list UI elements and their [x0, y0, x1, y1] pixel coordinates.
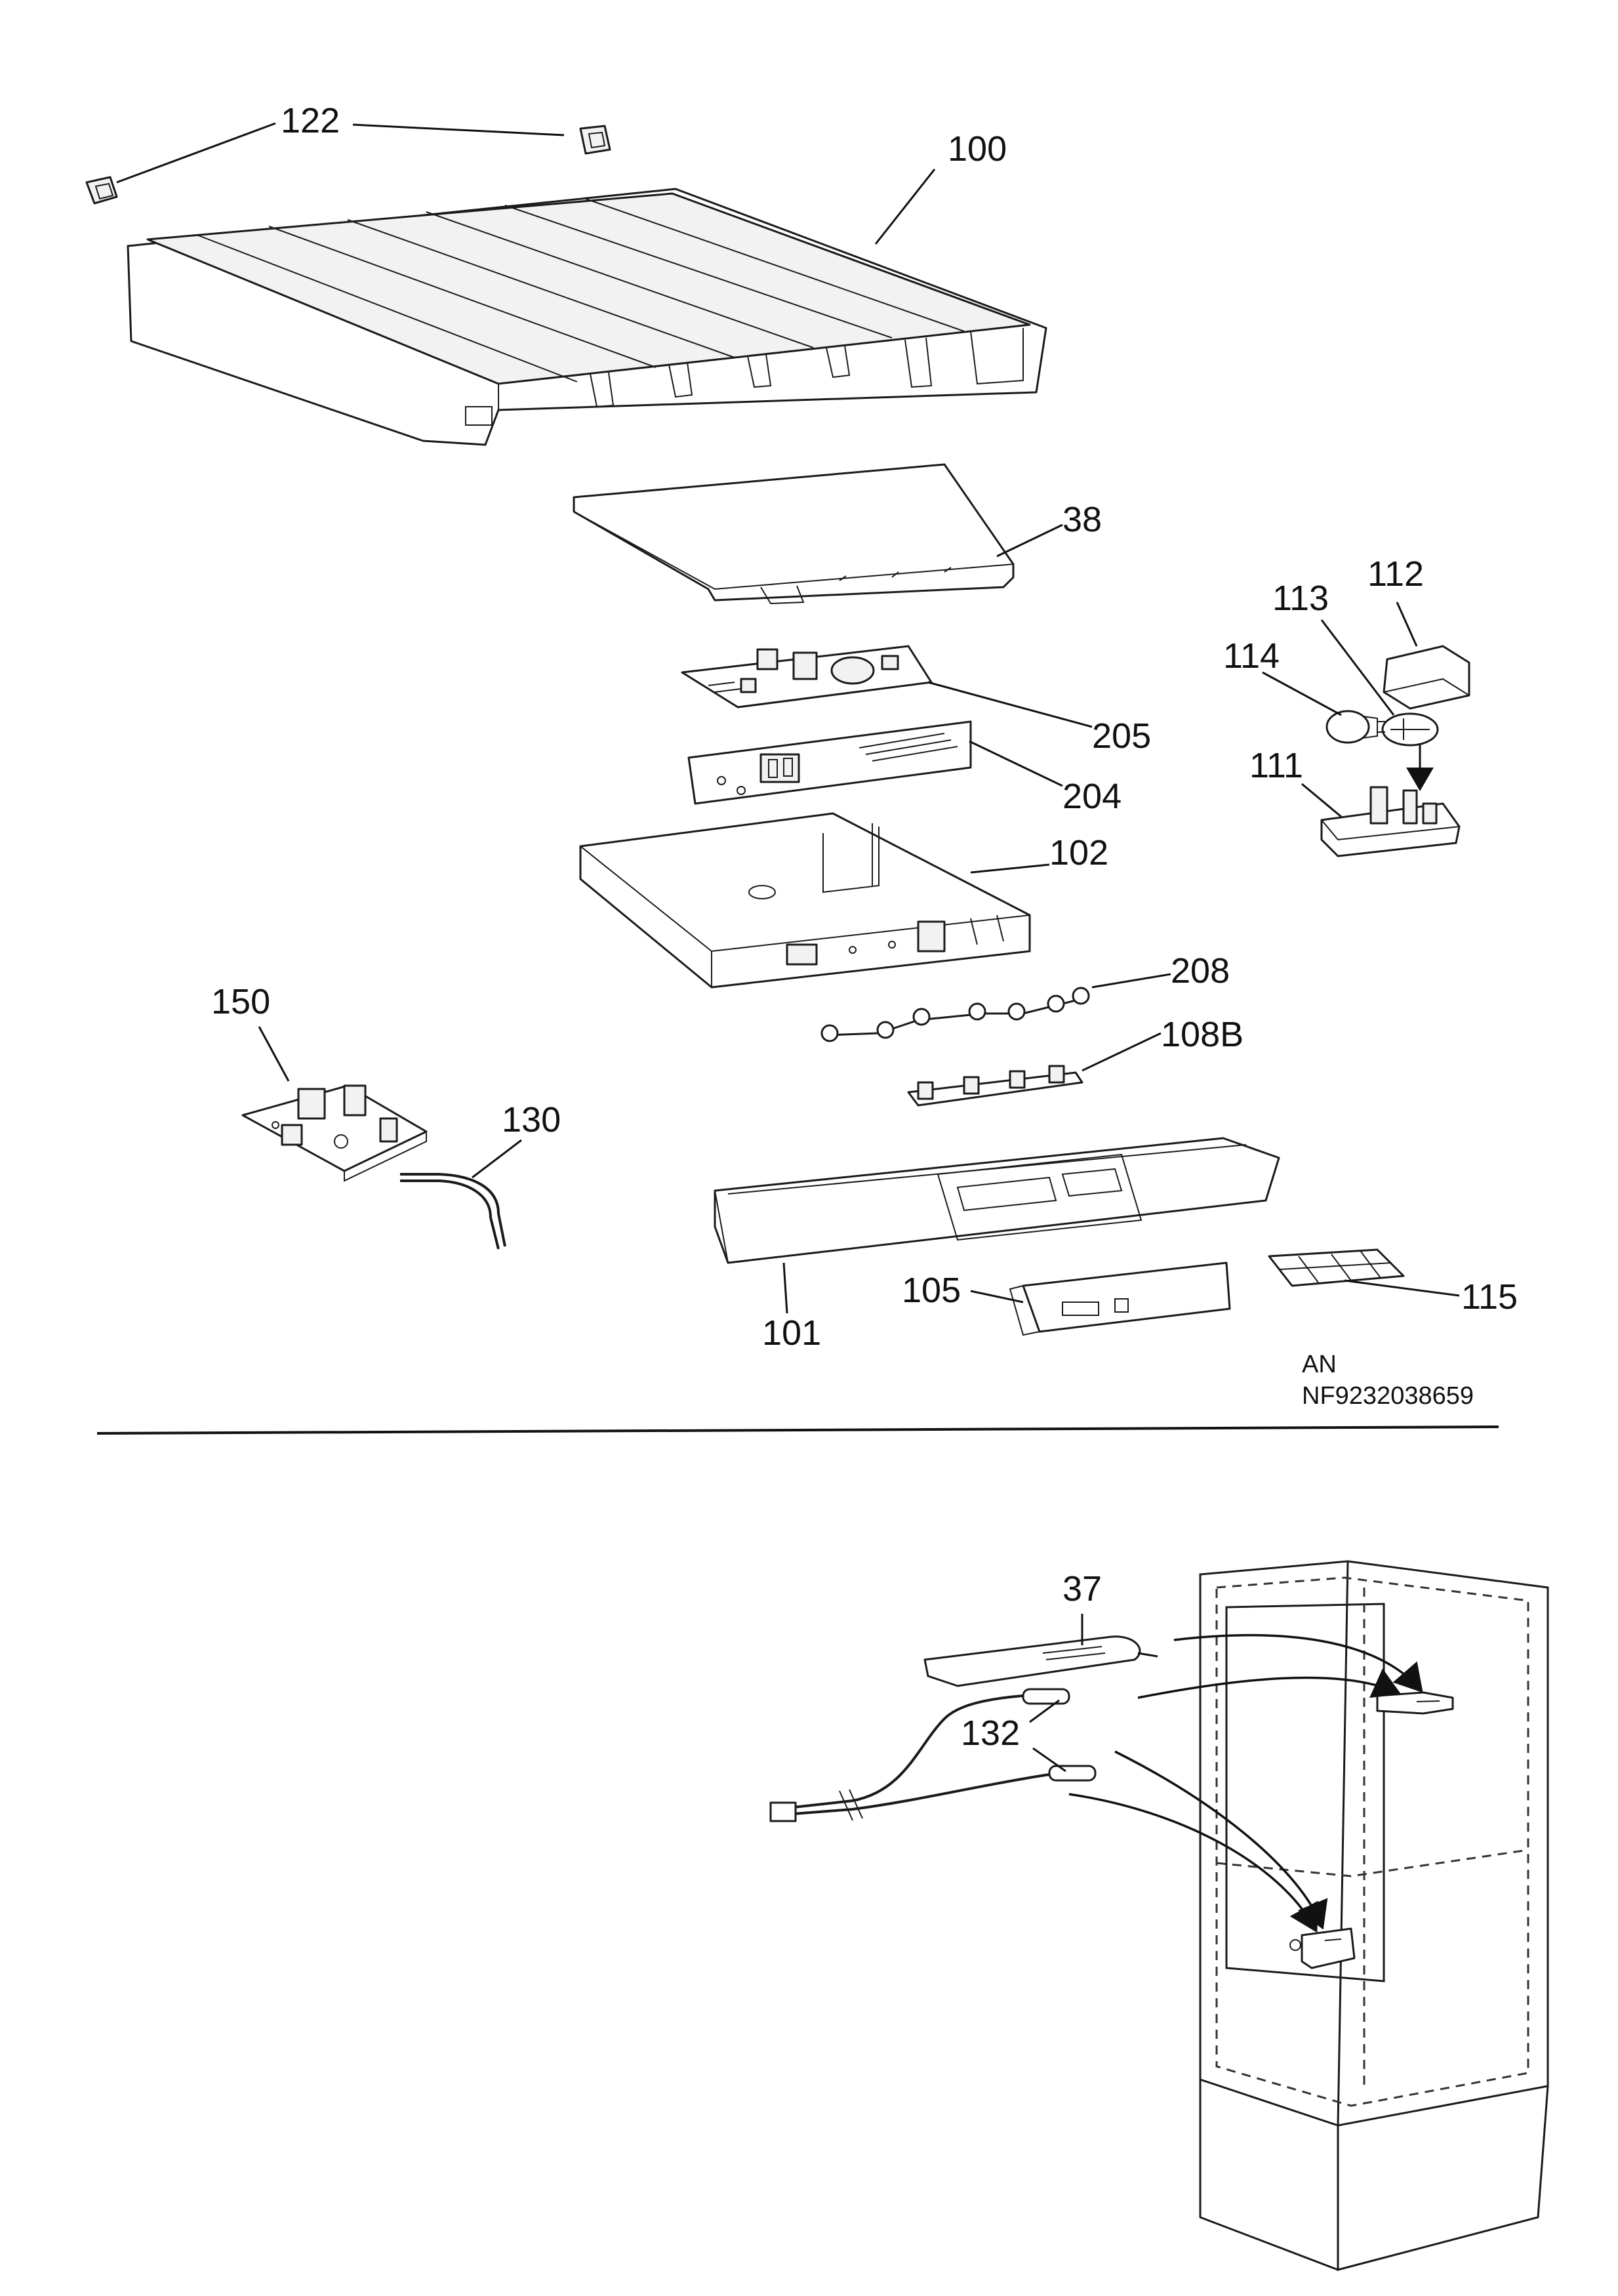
sensor-mount-lower — [1289, 1927, 1356, 1969]
label-122: 122 — [281, 101, 340, 140]
leader-113 — [1320, 619, 1395, 716]
part-112-cap — [1383, 645, 1470, 710]
label-100: 100 — [948, 129, 1007, 169]
drawing-code-line2: NF9232038659 — [1302, 1382, 1474, 1410]
leader-112 — [1396, 602, 1418, 647]
label-205: 205 — [1092, 716, 1151, 756]
label-38: 38 — [1062, 500, 1102, 539]
label-102: 102 — [1049, 833, 1108, 872]
part-132-temperature-sensors — [769, 1688, 1097, 1822]
install-arrow-132-lower-a — [1114, 1750, 1328, 1930]
part-38-control-cover — [573, 463, 1015, 605]
part-105-display-window — [1009, 1261, 1231, 1336]
label-112: 112 — [1367, 554, 1424, 594]
part-208-button-springs — [820, 987, 1090, 1042]
leader-38 — [996, 523, 1063, 558]
part-108b-button-strip — [907, 1065, 1083, 1107]
leader-208 — [1091, 973, 1171, 989]
leader-100 — [874, 169, 936, 245]
part-111-lamp-base — [1320, 786, 1461, 857]
install-arrow-holder-to-sensor — [1137, 1652, 1158, 1658]
label-37: 37 — [1062, 1569, 1102, 1609]
part-204-display-board — [687, 720, 972, 805]
label-150: 150 — [211, 982, 270, 1021]
leader-105 — [970, 1290, 1024, 1303]
part-102-control-housing — [579, 812, 1031, 989]
appliance-cabinet — [1199, 1560, 1549, 2271]
label-113: 113 — [1272, 579, 1329, 618]
install-arrow-132-upper — [1137, 1668, 1402, 1699]
leader-150 — [258, 1026, 290, 1082]
leader-108b — [1082, 1032, 1162, 1072]
label-105: 105 — [902, 1271, 961, 1310]
label-108b: 108B — [1161, 1015, 1244, 1054]
label-111: 111 — [1249, 746, 1303, 785]
leader-115 — [1344, 1279, 1460, 1297]
leader-130 — [472, 1139, 522, 1179]
label-130: 130 — [502, 1100, 561, 1139]
part-100-top-cover — [127, 188, 1047, 446]
leader-132-b — [1032, 1747, 1066, 1773]
install-arrow-132-lower-b — [1068, 1793, 1318, 1933]
section-divider — [96, 1425, 1499, 1435]
label-115: 115 — [1461, 1277, 1518, 1317]
leader-205 — [927, 681, 1093, 728]
part-205-main-board — [681, 645, 933, 708]
part-115-grille — [1268, 1248, 1405, 1287]
leader-204 — [969, 740, 1063, 787]
drawing-code-line1: AN — [1302, 1351, 1337, 1378]
label-132: 132 — [961, 1713, 1020, 1753]
part-114-lamp — [1325, 710, 1385, 744]
part-122-clip-left — [85, 176, 118, 205]
part-130-cable — [400, 1173, 506, 1250]
part-101-control-panel — [714, 1137, 1280, 1264]
leader-111 — [1301, 783, 1342, 818]
leader-114 — [1262, 671, 1342, 716]
leader-122-right — [352, 123, 565, 136]
part-113-holder — [1381, 712, 1439, 747]
leader-122-left — [116, 122, 276, 184]
leader-102 — [970, 863, 1050, 874]
label-204: 204 — [1062, 777, 1122, 816]
leader-132-a — [1029, 1699, 1060, 1723]
label-208: 208 — [1171, 951, 1230, 991]
part-150-power-board — [241, 1084, 428, 1182]
part-122-clip-right — [579, 125, 611, 155]
leader-101 — [782, 1262, 788, 1314]
part-37-sensor-holder — [923, 1635, 1141, 1687]
label-101: 101 — [762, 1313, 821, 1353]
sensor-mount-upper — [1376, 1691, 1454, 1715]
label-114: 114 — [1223, 636, 1280, 676]
